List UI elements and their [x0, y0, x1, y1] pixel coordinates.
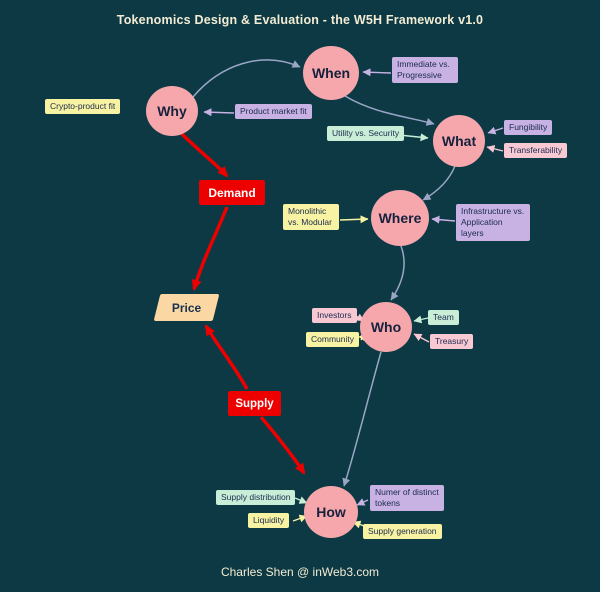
- node-who: Who: [360, 302, 412, 352]
- label-transferability: Transferability: [504, 143, 568, 159]
- node-when: When: [303, 46, 359, 100]
- label-investors: Investors: [312, 308, 357, 324]
- flow-price-label: Price: [171, 300, 202, 315]
- connector-what-where: [422, 165, 456, 201]
- arrow-demand-price: [191, 206, 229, 291]
- label-community: Community: [306, 332, 359, 348]
- connector-transferability-what: [486, 144, 504, 153]
- arrow-supply-price: [204, 324, 249, 390]
- label-product-market-fit: Product market fit: [235, 104, 312, 120]
- label-supply-distribution: Supply distribution: [216, 490, 296, 506]
- label-liquidity: Liquidity: [248, 513, 290, 529]
- connector-distinct-tokens-how: [356, 498, 369, 506]
- label-team: Team: [428, 310, 459, 326]
- arrow-why-demand: [180, 132, 229, 178]
- connector-where-who: [390, 245, 405, 301]
- label-treasury: Treasury: [430, 334, 474, 350]
- label-utility-vs-security: Utility vs. Security: [327, 126, 405, 142]
- connector-treasury-who: [413, 333, 430, 343]
- connector-monolithic-where: [339, 215, 369, 224]
- connector-immediate-when: [362, 68, 392, 77]
- label-infrastructure-vs-application: Infrastructure vs. Application layers: [456, 204, 530, 242]
- label-monolithic-vs-modular: Monolithic vs. Modular: [283, 204, 339, 231]
- arrow-supply-how: [259, 415, 306, 475]
- connector-when-what: [344, 95, 435, 126]
- node-what: What: [433, 115, 485, 167]
- footer-credit: Charles Shen @ inWeb3.com: [220, 565, 380, 579]
- flow-demand: Demand: [199, 180, 265, 205]
- connector-who-how: [342, 351, 382, 487]
- connector-fungibility-what: [487, 126, 504, 135]
- node-where: Where: [371, 190, 429, 246]
- connector-product-market-fit-why: [203, 108, 235, 117]
- node-why: Why: [146, 86, 198, 136]
- label-fungibility: Fungibility: [504, 120, 553, 136]
- flow-price: Price: [153, 294, 220, 321]
- connector-team-who: [413, 315, 429, 324]
- connector-infrastructure-where: [431, 215, 456, 224]
- diagram-title: Tokenomics Design & Evaluation - the W5H…: [116, 13, 484, 27]
- node-how: How: [304, 486, 358, 538]
- label-numer-of-distinct-tokens: Numer of distinct tokens: [370, 485, 444, 512]
- label-supply-generation: Supply generation: [363, 524, 442, 540]
- label-crypto-product-fit: Crypto-product fit: [45, 99, 121, 115]
- flow-supply: Supply: [228, 391, 281, 416]
- connector-why-when: [192, 59, 301, 98]
- label-immediate-vs-progressive: Immediate vs. Progressive: [392, 57, 458, 84]
